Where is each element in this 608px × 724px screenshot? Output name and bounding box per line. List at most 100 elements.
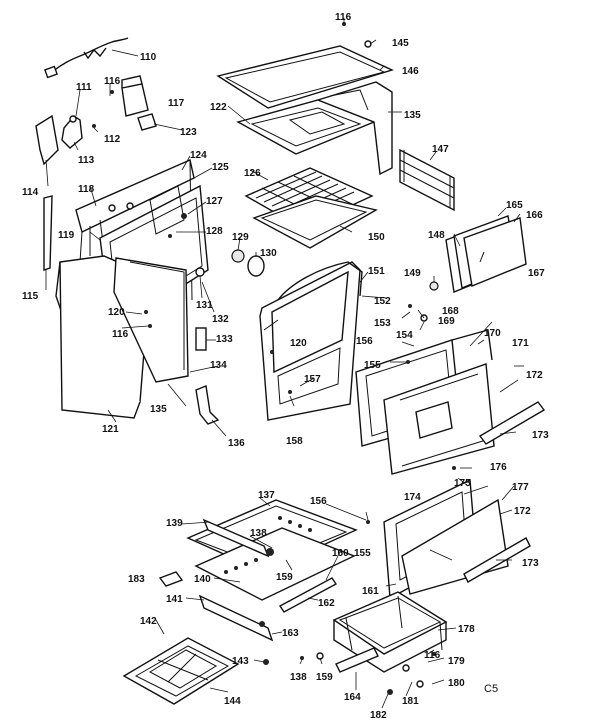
label-174: 174 (404, 492, 421, 503)
screw-part (263, 659, 269, 665)
label-183: 183 (128, 574, 145, 585)
label-134: 134 (210, 360, 227, 371)
label-116-c: 116 (112, 329, 129, 340)
side-panel-part (75, 159, 195, 301)
diagram-code: C5 (484, 683, 498, 695)
label-148: 148 (428, 230, 445, 241)
label-147: 147 (432, 144, 449, 155)
door-handle-part (478, 401, 546, 445)
control-panel-part (445, 215, 527, 293)
clip-part (158, 571, 184, 587)
broiler-pan-part (252, 195, 378, 249)
label-128: 128 (206, 226, 223, 237)
label-145: 145 (392, 38, 409, 49)
label-117: 117 (168, 98, 185, 109)
bracket-part (61, 115, 96, 149)
storage-drawer-part (332, 591, 448, 673)
front-rail-part (198, 594, 274, 642)
drip-pan-part (122, 637, 240, 705)
cooktop-trim-part (278, 577, 338, 613)
label-154: 154 (396, 330, 413, 341)
label-115: 115 (22, 291, 39, 302)
label-167: 167 (528, 268, 545, 279)
label-111: 111 (76, 82, 92, 93)
label-153: 153 (374, 318, 391, 329)
label-116-b: 116 (335, 12, 352, 23)
label-180: 180 (448, 678, 465, 689)
label-112: 112 (104, 134, 121, 145)
label-143: 143 (232, 656, 249, 667)
label-165: 165 (506, 200, 523, 211)
knob-part (429, 281, 439, 291)
gasket-strip-part (43, 195, 53, 271)
label-175: 175 (454, 478, 471, 489)
label-164: 164 (344, 692, 361, 703)
side-trim-part (35, 114, 59, 166)
drawer-rail-part (335, 647, 379, 673)
label-163: 163 (282, 628, 299, 639)
label-130: 130 (260, 248, 277, 259)
label-140: 140 (194, 574, 211, 585)
label-181: 181 (402, 696, 419, 707)
label-159-b: 159 (316, 672, 333, 683)
label-126: 126 (244, 168, 261, 179)
label-133: 133 (216, 334, 233, 345)
label-157: 157 (304, 374, 321, 385)
drawer-hardware-part (387, 652, 436, 695)
label-125: 125 (212, 162, 229, 173)
label-144: 144 (224, 696, 241, 707)
label-173-b: 173 (522, 558, 539, 569)
label-131: 131 (196, 300, 213, 311)
oven-door-part (355, 329, 495, 475)
small-hardware-part (110, 22, 456, 660)
label-113: 113 (78, 155, 95, 166)
label-114: 114 (22, 187, 39, 198)
label-136: 136 (228, 438, 245, 449)
label-172-a: 172 (526, 370, 543, 381)
label-120-a: 120 (108, 307, 125, 318)
label-158: 158 (286, 436, 303, 447)
label-120-b: 120 (290, 338, 307, 349)
label-169: 169 (438, 316, 455, 327)
label-124: 124 (190, 150, 207, 161)
label-159-a: 159 (276, 572, 293, 583)
label-170: 170 (484, 328, 501, 339)
label-138-b: 138 (290, 672, 307, 683)
cooktop-part (186, 499, 358, 601)
label-151: 151 (368, 266, 385, 277)
label-168: 168 (442, 306, 459, 317)
label-160: 160 (332, 548, 349, 559)
label-182: 182 (370, 710, 387, 721)
label-127: 127 (206, 196, 223, 207)
label-119: 119 (58, 230, 75, 241)
label-177: 177 (512, 482, 529, 493)
label-178: 178 (458, 624, 475, 635)
label-135-a: 135 (150, 404, 167, 415)
label-137: 137 (258, 490, 275, 501)
label-156-b: 156 (310, 496, 327, 507)
label-146: 146 (402, 66, 419, 77)
label-176: 176 (490, 462, 507, 473)
label-135-b: 135 (404, 110, 421, 121)
label-123: 123 (180, 127, 197, 138)
door-frame-part (259, 261, 361, 421)
label-171: 171 (512, 338, 529, 349)
oven-housing-part (315, 81, 393, 176)
label-156-a: 156 (356, 336, 373, 347)
top-cover-part (216, 45, 394, 109)
label-172-b: 172 (514, 506, 531, 517)
part-labels: 110 111 112 113 114 115 116 116 116 116 … (22, 12, 549, 721)
leader-lines (45, 18, 524, 709)
label-162: 162 (318, 598, 335, 609)
label-116-a: 116 (104, 76, 121, 87)
label-155-a: 155 (364, 360, 381, 371)
label-142: 142 (140, 616, 157, 627)
label-110: 110 (140, 52, 157, 63)
label-161: 161 (362, 586, 379, 597)
label-118: 118 (78, 184, 95, 195)
drawer-front-part (383, 478, 509, 600)
label-122: 122 (210, 102, 227, 113)
terminal-block-part (121, 75, 157, 131)
